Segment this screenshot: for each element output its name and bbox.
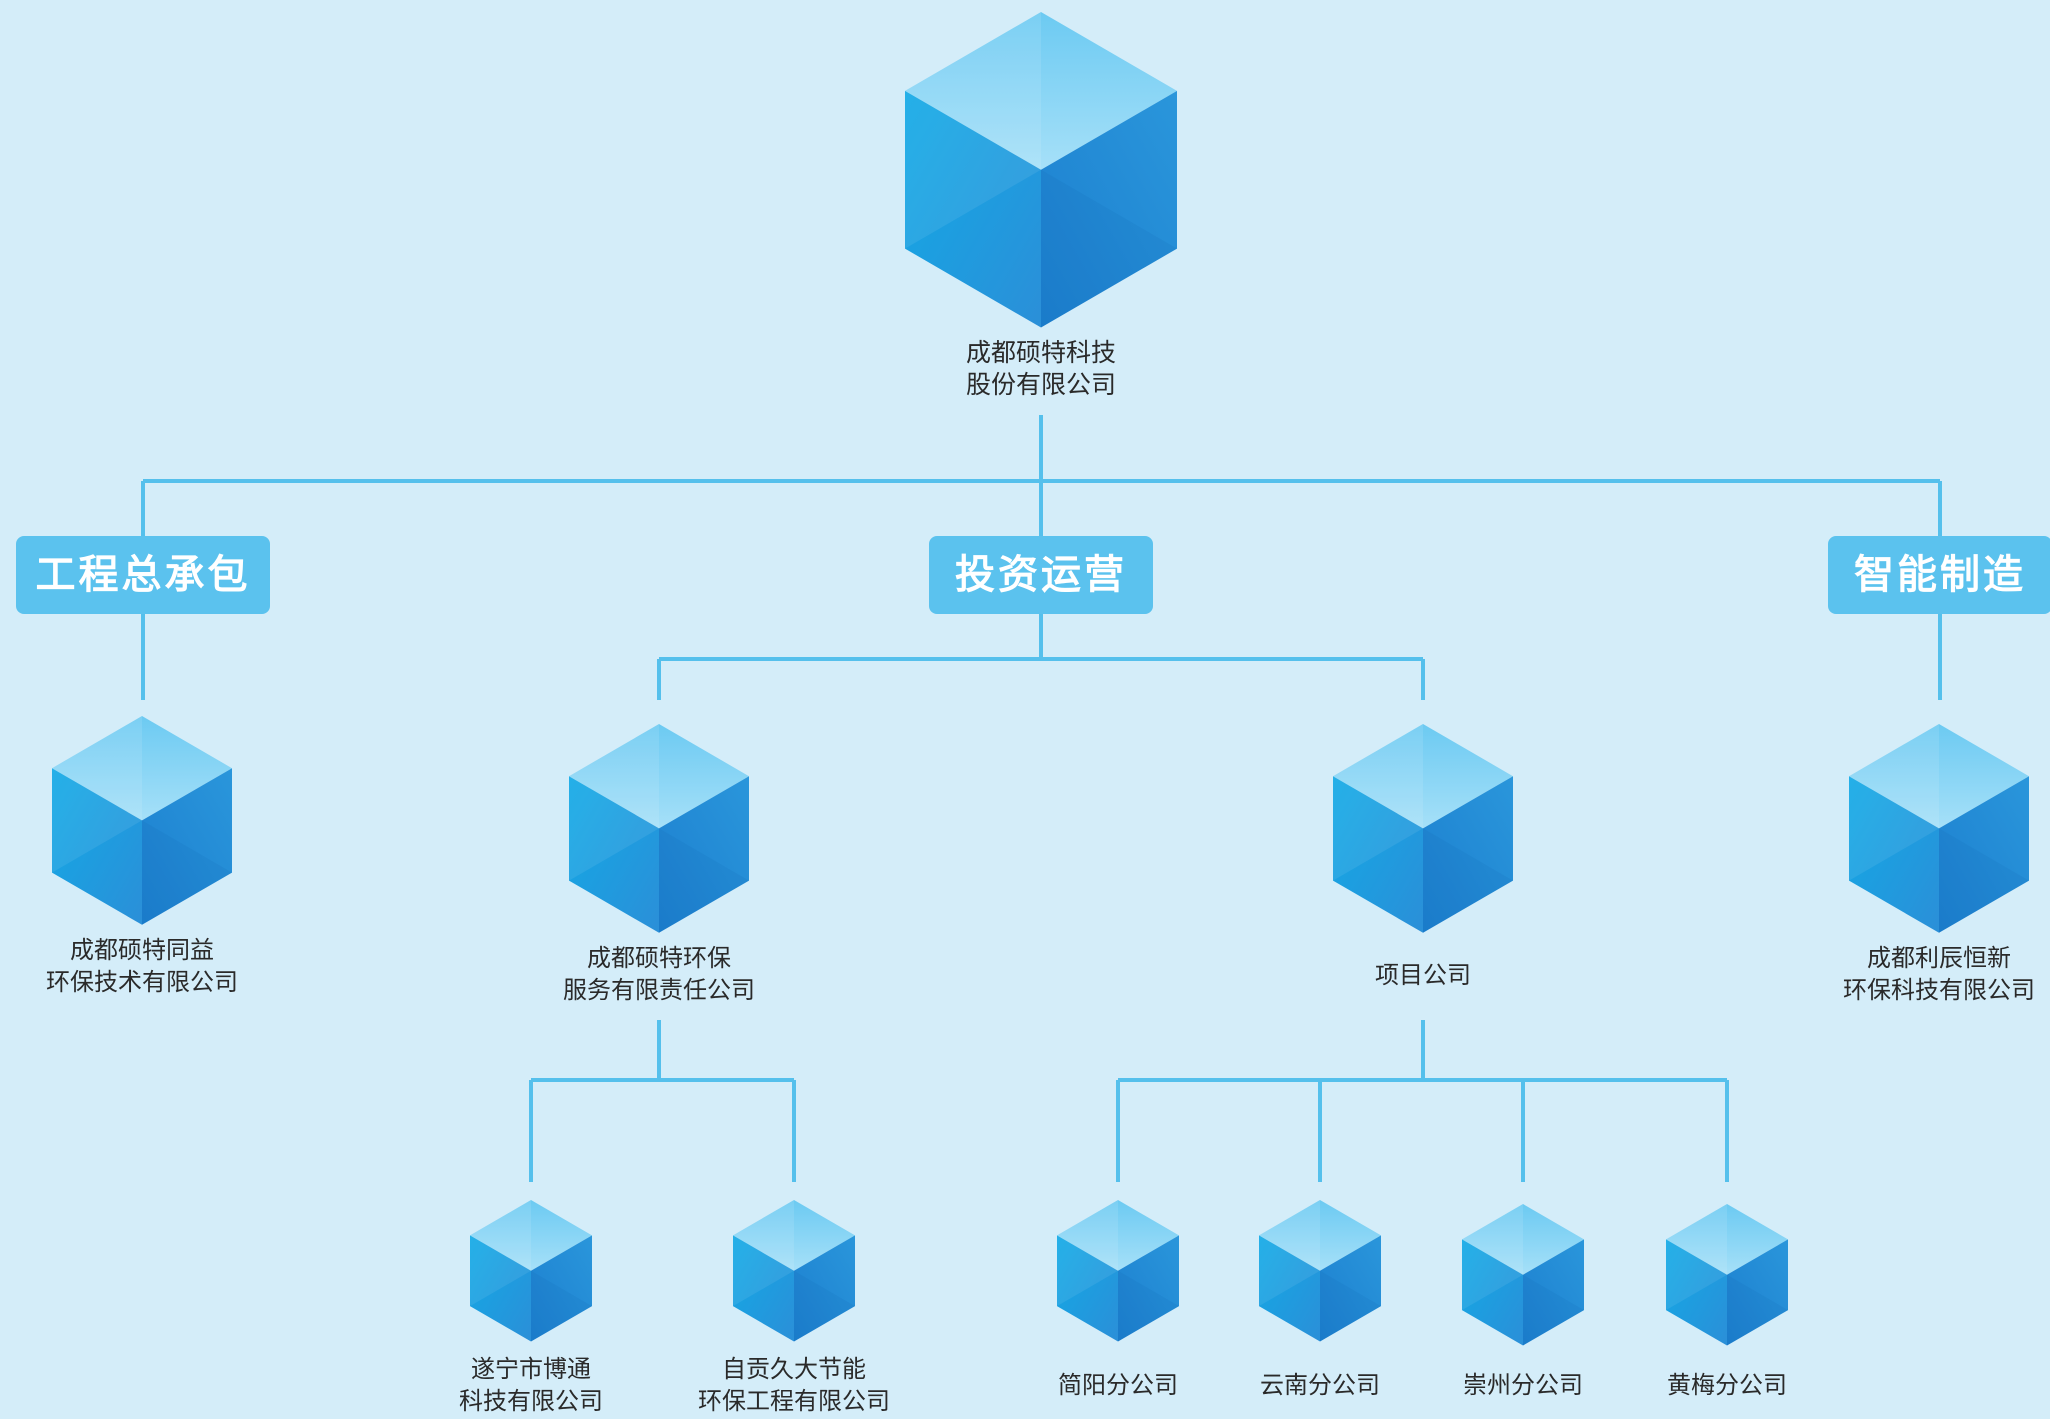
cube-icon <box>905 12 1177 328</box>
node-label: 成都硕特科技股份有限公司 <box>965 338 1116 399</box>
cube-icon <box>1462 1204 1584 1346</box>
node-label: 自贡久大节能环保工程有限公司 <box>698 1355 890 1415</box>
category-manufacturing: 智能制造 <box>1828 536 2050 614</box>
category-epc: 工程总承包 <box>16 536 270 614</box>
node-label: 遂宁市博通科技有限公司 <box>459 1355 603 1415</box>
node-label: 崇州分公司 <box>1463 1371 1583 1399</box>
category-investment: 投资运营 <box>929 536 1153 614</box>
node-label: 简阳分公司 <box>1058 1371 1178 1399</box>
cube-icon <box>1259 1200 1381 1342</box>
cube-icon <box>733 1200 855 1342</box>
node-label: 成都硕特环保服务有限责任公司 <box>563 944 755 1004</box>
node-label: 黄梅分公司 <box>1667 1371 1787 1399</box>
cube-icon <box>1057 1200 1179 1342</box>
cube-icon <box>569 724 749 933</box>
cube-icon <box>1666 1204 1788 1346</box>
cube-icon <box>1333 724 1513 933</box>
cube-icon <box>52 716 232 925</box>
node-label: 成都利辰恒新环保科技有限公司 <box>1843 944 2035 1004</box>
node-label: 云南分公司 <box>1260 1371 1380 1399</box>
node-label: 成都硕特同益环保技术有限公司 <box>46 936 238 996</box>
node-label: 项目公司 <box>1375 961 1471 989</box>
cube-icon <box>1849 724 2029 933</box>
cube-icon <box>470 1200 592 1342</box>
